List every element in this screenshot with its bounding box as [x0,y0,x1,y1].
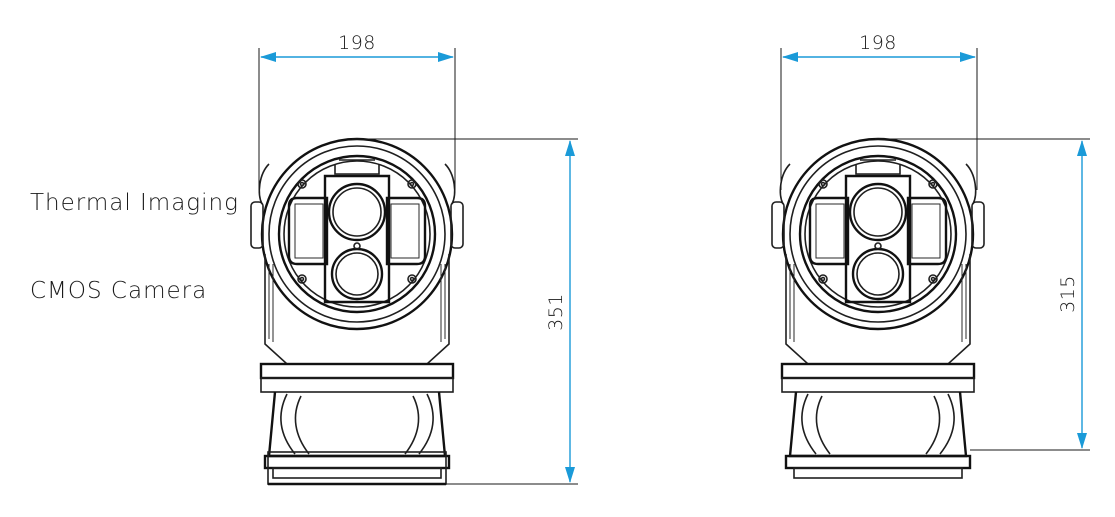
left-width-dim-label: 198 [338,32,376,54]
left-height-dim-label: 351 [545,293,567,331]
cmos-camera-label: CMOS Camera [30,278,207,304]
thermal-imaging-label: Thermal Imaging [30,190,239,216]
right-camera-view: 198 315 [770,32,1090,480]
left-camera-view: 198 351 [249,32,578,486]
right-height-dim-label: 315 [1057,275,1079,313]
left-camera-outline [249,137,465,480]
right-camera-outline [770,137,986,480]
right-width-dim-label: 198 [859,32,897,54]
